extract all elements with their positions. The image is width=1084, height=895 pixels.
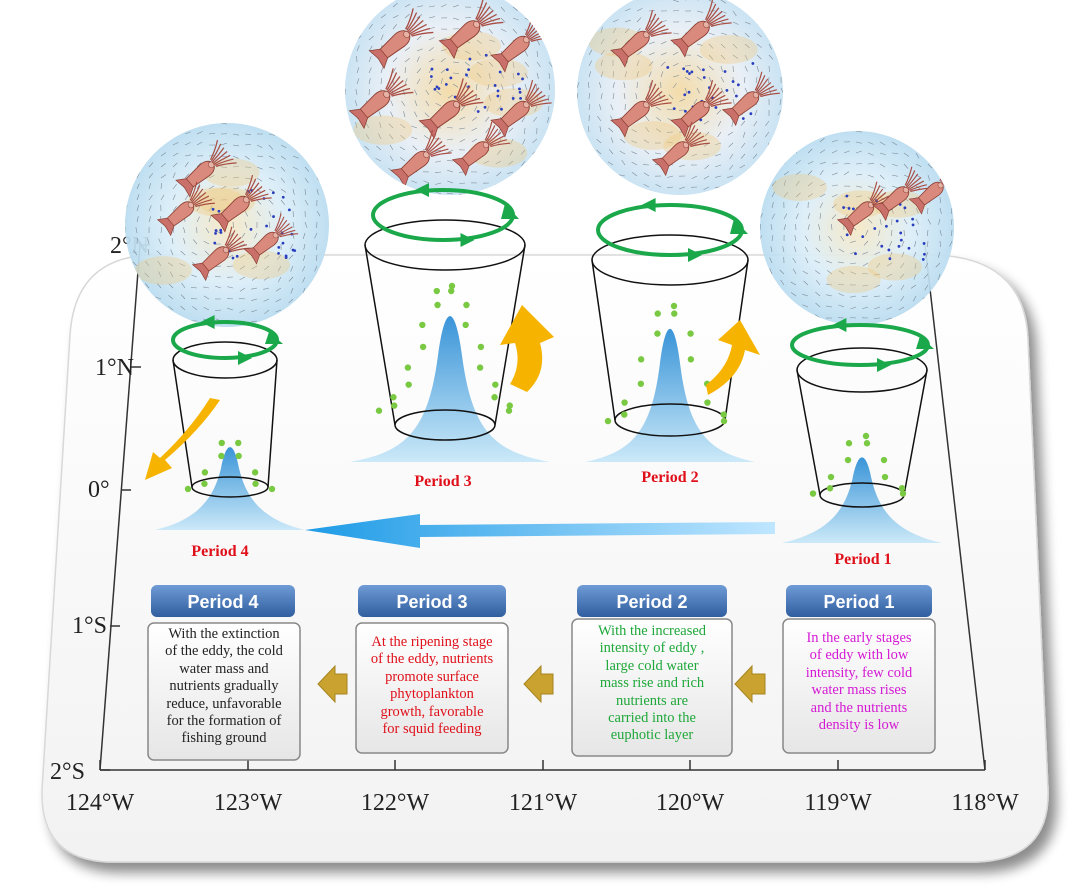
y-tick-label-0: 0° <box>88 477 110 503</box>
stage-card-text-line: for the formation of <box>150 713 298 730</box>
stage-card-text-line: reduce, unfavorable <box>150 696 298 713</box>
stage-card-text-line: At the ripening stage <box>358 634 506 651</box>
stage-card-text-line: large cold water <box>574 658 730 675</box>
stage-card-text-line: for squid feeding <box>358 721 506 738</box>
x-tick-label-124w: 124°W <box>66 790 135 816</box>
y-tick-label-1n: 1°N <box>95 355 134 381</box>
stage-card-text-line: and the nutrients <box>785 700 933 717</box>
eddy-period-label-2: Period 2 <box>641 469 698 486</box>
x-tick-label-118w: 118°W <box>951 790 1019 816</box>
stage-card-text-line: water mass rises <box>785 682 933 699</box>
eddy-period-label-4: Period 4 <box>191 543 248 560</box>
stage-card-text-line: growth, favorable <box>358 704 506 721</box>
stage-card-4-title: Period 4 <box>187 592 258 612</box>
squid-distribution-map <box>341 0 555 198</box>
stage-card-text-line: nutrients are <box>574 693 730 710</box>
stage-card-text-line: With the increased <box>574 623 730 640</box>
x-tick-label-122w: 122°W <box>361 790 430 816</box>
x-tick-label-123w: 123°W <box>214 790 283 816</box>
stage-card-text-line: fishing ground <box>150 730 298 747</box>
eddy-period-label-3: Period 3 <box>414 473 471 490</box>
stage-card-text-line: nutrients gradually <box>150 678 298 695</box>
stage-card-text-line: With the extinction <box>150 626 298 643</box>
stage-card-text-line: euphotic layer <box>574 727 730 744</box>
eddy-rotation-arrow-icon <box>598 198 748 262</box>
y-tick-label-2s: 2°S <box>50 759 85 785</box>
eddy-period-label-1: Period 1 <box>834 551 891 568</box>
stage-card-text-line: promote surface <box>358 669 506 686</box>
stage-card-text-line: of eddy with low <box>785 647 933 664</box>
x-tick-label-119w: 119°W <box>804 790 872 816</box>
x-tick-label-121w: 121°W <box>509 790 578 816</box>
squid-distribution-map <box>573 0 786 195</box>
stage-card-text-line: In the early stages <box>785 630 933 647</box>
stage-card-text-line: intensity of eddy , <box>574 640 730 657</box>
stage-card-3-title: Period 3 <box>396 592 467 612</box>
stage-card-1-title: Period 1 <box>823 592 894 612</box>
stage-card-text-line: carried into the <box>574 710 730 727</box>
stage-card-text-line: phytoplankton <box>358 686 506 703</box>
y-tick-label-1s: 1°S <box>72 613 107 639</box>
x-tick-label-120w: 120°W <box>656 790 725 816</box>
stage-card-text-line: of the eddy, the cold <box>150 643 298 660</box>
stage-card-text-line: of the eddy, nutrients <box>358 651 506 668</box>
stage-card-text-line: intensity, few cold <box>785 665 933 682</box>
stage-card-text-line: water mass and <box>150 661 298 678</box>
stage-card-text-line: density is low <box>785 717 933 734</box>
stage-card-text-line: mass rise and rich <box>574 675 730 692</box>
stage-card-2-title: Period 2 <box>616 592 687 612</box>
